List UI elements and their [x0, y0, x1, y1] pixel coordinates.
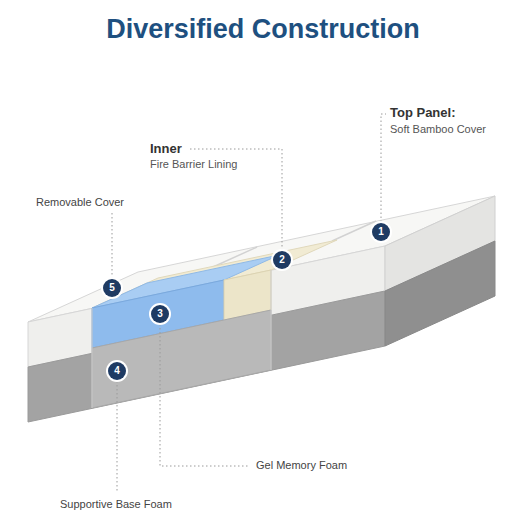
part-label: Removable Cover [36, 196, 124, 208]
cut-edge [92, 308, 93, 408]
callout-number-text: 2 [279, 255, 285, 265]
title: Diversified Construction [0, 14, 526, 45]
part-label: Inner [150, 141, 182, 156]
callout-number: 3 [151, 305, 169, 323]
callout-number-text: 4 [114, 366, 120, 376]
part-label: Top Panel: [390, 105, 455, 120]
leader-line [160, 324, 250, 466]
leader-line [112, 213, 113, 278]
callout-number-text: 3 [157, 309, 163, 319]
callout-number-text: 1 [378, 227, 384, 237]
callout-number: 4 [108, 362, 126, 380]
callout-number: 5 [103, 279, 121, 297]
part-label: Fire Barrier Lining [150, 158, 237, 170]
leader-line [381, 114, 386, 222]
callout-number-text: 5 [109, 283, 115, 293]
fold-line [332, 221, 376, 241]
part-label: Supportive Base Foam [60, 498, 172, 510]
cut-edge [271, 270, 272, 370]
leader-line [117, 381, 118, 492]
part-label: Soft Bamboo Cover [390, 123, 486, 135]
part-label: Gel Memory Foam [256, 459, 347, 471]
callout-number: 1 [372, 223, 390, 241]
callout-number: 2 [273, 251, 291, 269]
cover-base-end [385, 241, 495, 346]
base-foam-layer [92, 310, 271, 408]
